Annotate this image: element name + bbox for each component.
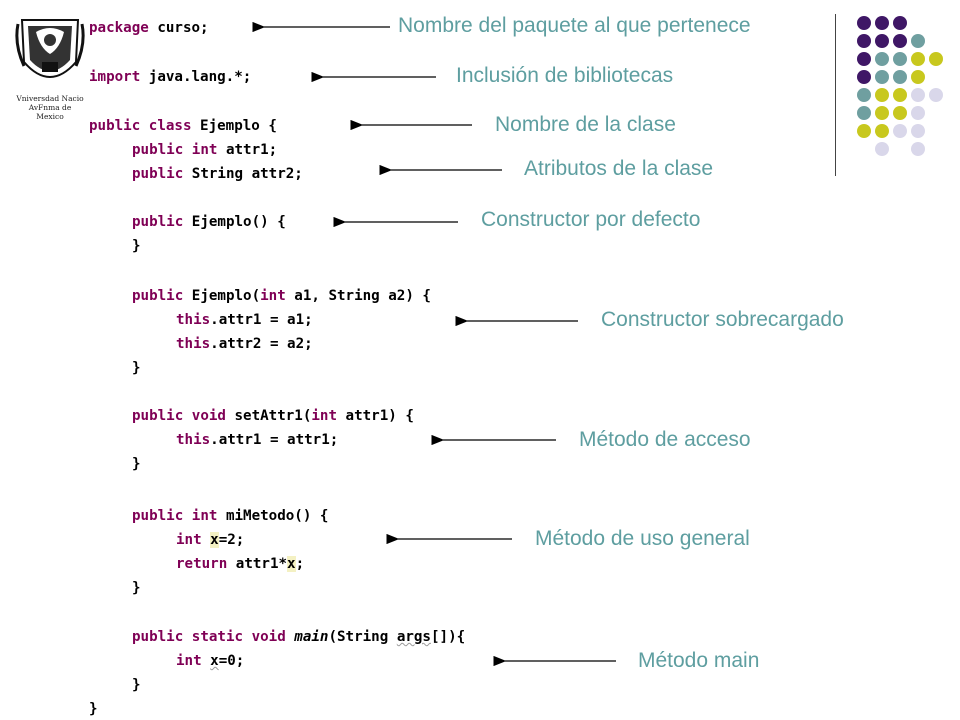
decorative-dot [893, 16, 907, 30]
code-line-default-constructor: public Ejemplo() { [132, 214, 286, 230]
decorative-dot [893, 106, 907, 120]
code-line-close-brace: } [132, 360, 141, 376]
decorative-divider [835, 14, 836, 176]
decorative-dot [875, 34, 889, 48]
annotation-overloaded-constructor: Constructor sobrecargado [601, 308, 844, 331]
code-line-assign-attr2: this.attr2 = a2; [176, 336, 313, 352]
decorative-dot [875, 124, 889, 138]
code-line-int-x-0: int x=0; [176, 653, 245, 669]
decorative-dot [857, 16, 871, 30]
annotation-access-method: Método de acceso [579, 428, 751, 451]
code-line-int-x-2: int x=2; [176, 532, 245, 548]
seal-caption-line-1: Vniversdad Nacio [16, 94, 84, 103]
decorative-dot [911, 34, 925, 48]
decorative-dot [911, 142, 925, 156]
annotation-package: Nombre del paquete al que pertenece [398, 14, 751, 37]
code-line-attr1: public int attr1; [132, 142, 278, 158]
code-line-return: return attr1*x; [176, 556, 305, 572]
annotation-general-method: Método de uso general [535, 527, 750, 550]
decorative-dot [857, 124, 871, 138]
decorative-dot [893, 52, 907, 66]
annotation-class-name: Nombre de la clase [495, 113, 676, 136]
code-line-attr2: public String attr2; [132, 166, 303, 182]
annotation-imports: Inclusión de bibliotecas [456, 64, 674, 87]
annotation-main-method: Método main [638, 649, 760, 672]
code-line-main-decl: public static void main(String args[]){ [132, 629, 466, 645]
decorative-dot [857, 88, 871, 102]
decorative-dot [911, 124, 925, 138]
code-line-close-brace: } [132, 580, 141, 596]
decorative-dot [875, 106, 889, 120]
code-line-package: package curso; [89, 20, 209, 36]
code-line-close-brace: } [132, 456, 141, 472]
code-line-assign-attr1: this.attr1 = a1; [176, 312, 313, 328]
decorative-dot [875, 52, 889, 66]
code-line-mimetodo-decl: public int miMetodo() { [132, 508, 329, 524]
seal-icon [15, 19, 85, 78]
decorative-dot [893, 70, 907, 84]
code-line-class-close-brace: } [89, 701, 98, 717]
code-line-import: import java.lang.*; [89, 69, 252, 85]
decorative-dot [857, 52, 871, 66]
decorative-dot [875, 70, 889, 84]
decorative-dot [893, 88, 907, 102]
decorative-dot [875, 142, 889, 156]
unam-seal-logo: Vniversdad Nacio AvFnma de Mexico [14, 14, 86, 122]
code-line-close-brace: } [132, 238, 141, 254]
annotation-attributes: Atributos de la clase [524, 157, 714, 180]
decorative-dot [875, 16, 889, 30]
code-line-overloaded-constructor: public Ejemplo(int a1, String a2) { [132, 288, 431, 304]
seal-caption-line-3: Mexico [36, 112, 64, 121]
decorative-dot [857, 34, 871, 48]
code-line-class-decl: public class Ejemplo { [89, 118, 277, 134]
decorative-dot [911, 88, 925, 102]
decorative-dot [911, 70, 925, 84]
code-line-setter-body: this.attr1 = attr1; [176, 432, 339, 448]
decorative-dot [893, 34, 907, 48]
code-line-setter-decl: public void setAttr1(int attr1) { [132, 408, 414, 424]
decorative-dot [929, 88, 943, 102]
decorative-dot [893, 124, 907, 138]
seal-caption-line-2: AvFnma de [28, 103, 72, 112]
decorative-dot [911, 106, 925, 120]
decorative-dot [911, 52, 925, 66]
decorative-dot [857, 70, 871, 84]
code-line-close-brace: } [132, 677, 141, 693]
annotation-default-constructor: Constructor por defecto [481, 208, 701, 231]
decorative-dot [929, 52, 943, 66]
decorative-dot [875, 88, 889, 102]
decorative-dot [857, 106, 871, 120]
